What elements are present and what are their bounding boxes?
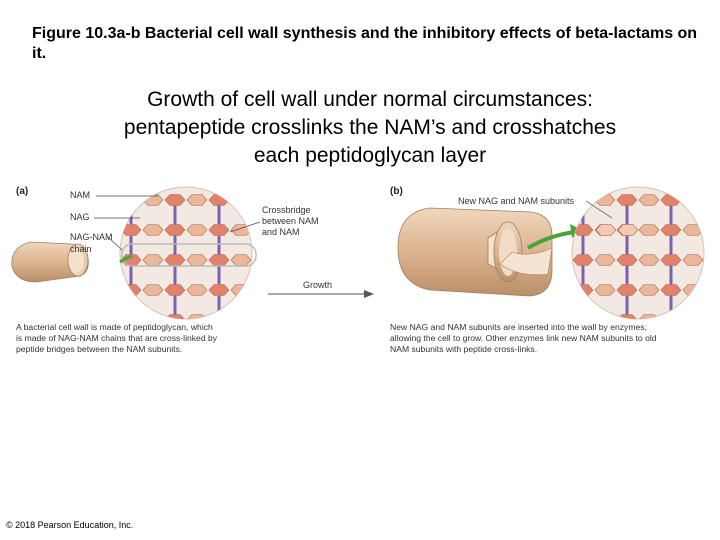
copyright-notice: © 2018 Pearson Education, Inc. <box>6 520 134 530</box>
label-nag: NAG <box>70 212 90 222</box>
nam-subunit <box>705 195 720 206</box>
crossbridge-label: Crossbridge between NAM and NAM <box>229 205 319 237</box>
nam-subunit <box>660 314 682 319</box>
nam-subunit <box>616 194 638 206</box>
nam-subunit <box>705 225 720 236</box>
svg-text:New NAG and NAM subunits are i: New NAG and NAM subunits are inserted in… <box>390 322 647 332</box>
nag-subunit <box>186 284 208 296</box>
panel-a-caption: A bacterial cell wall is made of peptido… <box>16 322 218 354</box>
nam-subunit <box>253 195 273 206</box>
nag-subunit <box>275 195 295 206</box>
nag-subunit <box>319 195 339 206</box>
peptidoglycan-magnified-b <box>571 186 720 326</box>
nam-subunit <box>341 225 361 236</box>
nam-subunit <box>164 194 186 206</box>
nag-subunit <box>682 254 704 266</box>
nam-subunit <box>297 315 317 326</box>
label-chain: chain <box>70 244 92 254</box>
new-subunits-label: New NAG and NAM subunits <box>458 196 613 219</box>
nag-subunit <box>363 255 383 266</box>
nam-subunit <box>341 195 361 206</box>
label-nam: NAM <box>70 190 90 200</box>
svg-text:Crossbridge: Crossbridge <box>262 205 311 215</box>
nam-subunit <box>208 284 230 296</box>
nag-subunit <box>230 194 252 206</box>
label-nag-nam: NAG-NAM <box>70 232 113 242</box>
new-subunit <box>595 224 617 236</box>
panel-b-caption: New NAG and NAM subunits are inserted in… <box>390 322 657 354</box>
nam-subunit <box>705 255 720 266</box>
nag-subunit <box>186 224 208 236</box>
nam-subunit <box>616 254 638 266</box>
insertion-arrow-a <box>119 254 133 264</box>
nam-subunit <box>297 195 317 206</box>
nag-subunit <box>319 315 339 326</box>
nag-subunit <box>186 194 208 206</box>
nam-subunit <box>164 224 186 236</box>
nag-subunit <box>142 224 164 236</box>
nag-subunit <box>363 315 383 326</box>
nam-subunit <box>660 284 682 296</box>
nag-subunit <box>142 284 164 296</box>
nam-subunit <box>341 255 361 266</box>
bacterial-cell-a <box>11 241 89 283</box>
panel-a-label: (a) <box>16 186 28 197</box>
nag-subunit <box>638 254 660 266</box>
svg-text:is made of NAG-NAM chains that: is made of NAG-NAM chains that are cross… <box>16 333 218 343</box>
nam-subunit <box>164 284 186 296</box>
nag-subunit <box>594 284 616 296</box>
panel-b-label: (b) <box>390 186 403 197</box>
growth-arrow: Growth <box>268 280 374 298</box>
svg-text:New NAG and NAM subunits: New NAG and NAM subunits <box>458 196 575 206</box>
nam-subunit <box>616 284 638 296</box>
svg-text:between NAM: between NAM <box>262 216 319 226</box>
nam-subunit <box>572 254 594 266</box>
nag-subunit <box>319 225 339 236</box>
panel-a-labels: NAM NAG NAG-NAM chain <box>70 190 158 254</box>
bacterial-cell-b <box>397 207 553 297</box>
nag-subunit <box>363 195 383 206</box>
cell-wall-diagram: (a) NAM NAG NAG-NAM chain Crossbridge be… <box>11 186 720 354</box>
diagram-subtitle: Growth of cell wall under normal circums… <box>123 88 617 167</box>
new-subunit <box>617 224 639 236</box>
nam-subunit <box>705 285 720 296</box>
svg-text:NAM subunits with peptide cros: NAM subunits with peptide cross-links. <box>390 344 537 354</box>
nam-subunit <box>705 315 720 326</box>
nam-subunit <box>208 224 230 236</box>
nam-subunit <box>660 254 682 266</box>
nam-subunit <box>297 225 317 236</box>
svg-text:allowing the cell to grow. Oth: allowing the cell to grow. Other enzymes… <box>390 333 657 343</box>
nag-subunit <box>319 255 339 266</box>
nam-subunit <box>660 224 682 236</box>
nag-subunit <box>638 194 660 206</box>
nam-subunit <box>385 285 405 296</box>
nam-subunit <box>341 315 361 326</box>
figure-title: Figure 10.3a-b Bacterial cell wall synth… <box>32 25 698 62</box>
nag-subunit <box>638 284 660 296</box>
nam-subunit <box>253 315 273 326</box>
svg-text:peptide bridges between the NA: peptide bridges between the NAM subunits… <box>16 344 182 354</box>
svg-text:and NAM: and NAM <box>262 227 300 237</box>
nag-subunit <box>275 255 295 266</box>
nag-subunit <box>594 254 616 266</box>
svg-text:Growth: Growth <box>303 280 332 290</box>
nag-subunit <box>363 225 383 236</box>
nag-subunit <box>682 194 704 206</box>
nag-subunit <box>407 195 427 206</box>
nag-subunit <box>682 314 704 319</box>
svg-text:A bacterial cell wall is made: A bacterial cell wall is made of peptido… <box>16 322 213 332</box>
nam-subunit <box>297 255 317 266</box>
nag-subunit <box>638 224 660 236</box>
nag-subunit <box>230 314 252 319</box>
nag-subunit <box>275 315 295 326</box>
